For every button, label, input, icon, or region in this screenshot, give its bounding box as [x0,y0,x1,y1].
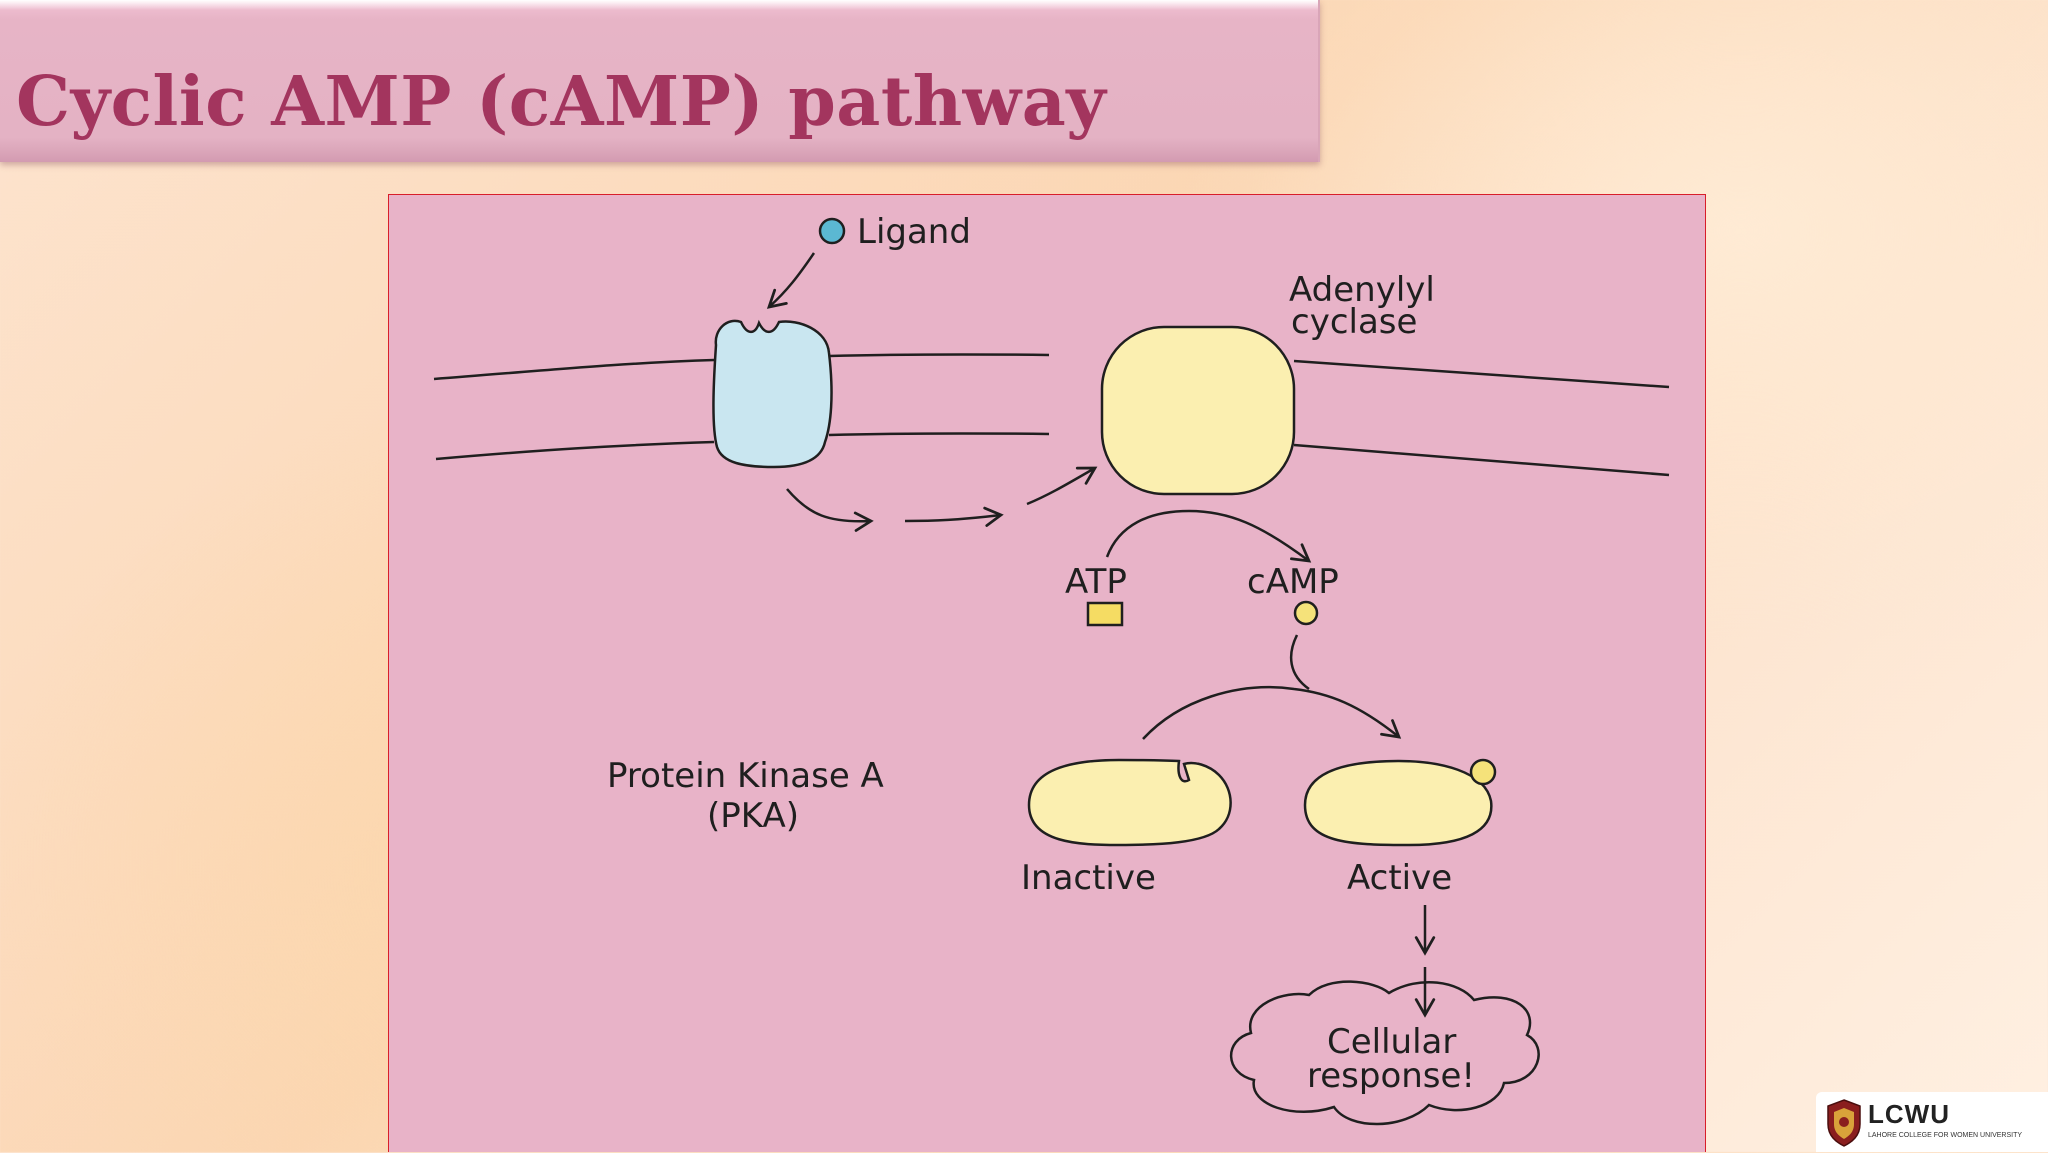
camp-dot-icon [1293,600,1319,626]
camp-down-curve [1289,634,1310,691]
response-label-line2: response! [1307,1056,1475,1096]
logo-name: LCWU [1868,1099,1950,1129]
pka-activation-arrow [1142,685,1402,740]
cellular-response-cloud [1229,980,1540,1126]
adenylyl-label-line2: cyclase [1291,302,1417,342]
cell-membrane [433,353,1670,477]
ligand-label: Ligand [857,212,971,252]
activation-arrow-1 [786,488,874,532]
atp-label: ATP [1065,562,1127,602]
inactive-label: Inactive [1021,858,1156,898]
adenylyl-label-line1: Adenylyl [1289,270,1435,310]
atp-square-icon [1086,601,1124,627]
membrane-inner-right [1293,443,1670,477]
activation-arrow-2 [904,506,1004,527]
ligand-arrow [766,252,816,309]
university-logo: LCWU LAHORE COLLEGE FOR WOMEN UNIVERSITY [1816,1092,2048,1152]
adenylyl-cyclase [1100,325,1296,496]
camp-pathway-diagram: Ligand Adenylyl cyclase ATP cAMP Protein… [433,212,1670,1126]
bound-camp-icon [1469,758,1497,786]
membrane-outer-left [433,358,715,381]
crest-icon [1827,1099,1861,1147]
title-bar: Cyclic AMP (cAMP) pathway [0,0,1320,162]
activation-arrow-3 [1026,466,1098,506]
logo-subtitle: LAHORE COLLEGE FOR WOMEN UNIVERSITY [1868,1132,2023,1139]
pka-label-line2: (PKA) [707,796,799,836]
slide-title: Cyclic AMP (cAMP) pathway [16,62,1107,142]
pka-inactive [1027,758,1232,847]
ligand-icon [818,217,846,245]
receptor [712,319,833,469]
active-label: Active [1347,858,1452,898]
pka-active [1303,759,1493,847]
membrane-outer-mid [828,353,1050,358]
diagram-frame: Ligand Adenylyl cyclase ATP cAMP Protein… [388,194,1706,1152]
membrane-inner-mid [828,432,1050,437]
pka-label-line1: Protein Kinase A [607,756,884,796]
membrane-outer-right [1293,359,1670,389]
camp-label: cAMP [1247,562,1339,602]
membrane-inner-left [435,440,715,461]
atp-to-camp-arrow [1105,509,1312,563]
response-label-line1: Cellular [1327,1022,1456,1062]
